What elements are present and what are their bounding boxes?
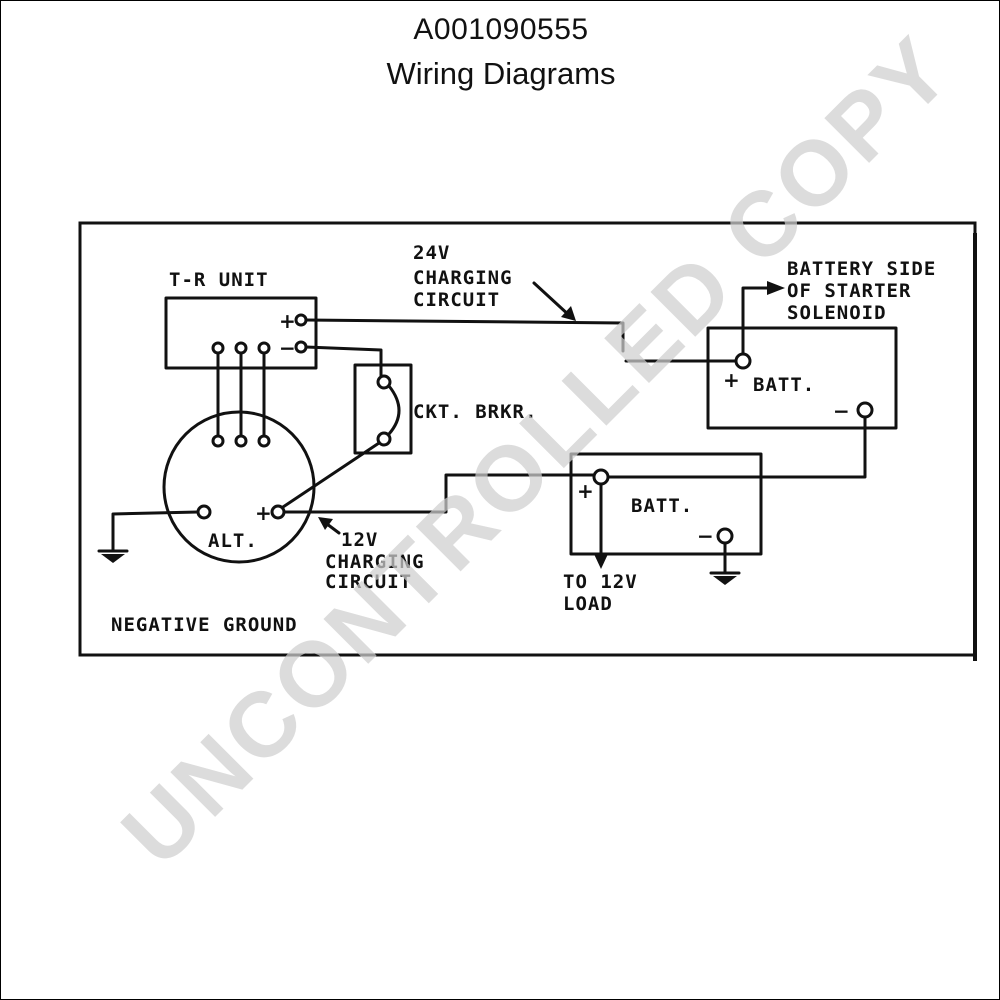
lower-battery-box — [569, 452, 763, 556]
charging-24v-arrowhead — [561, 306, 576, 321]
alt-ground-wire — [111, 510, 200, 553]
upper-battery-plus-terminal — [734, 352, 752, 370]
upper-battery-minus-sign: − — [833, 399, 850, 423]
alt-phase-terminal-b — [234, 434, 248, 448]
charging-24v-arrow — [532, 281, 573, 319]
circuit-breaker-label: CKT. BRKR. — [413, 401, 537, 423]
uncontrolled-copy-watermark: UNCONTROLLED COPY — [103, 17, 971, 885]
tr-phase-terminal-a — [211, 341, 225, 355]
load-arrowhead — [594, 554, 608, 569]
lower-battery-minus-sign: − — [697, 524, 714, 548]
tr-unit-label: T-R UNIT — [169, 269, 269, 291]
charging-24v-wire — [304, 318, 625, 353]
lower-battery-plus-sign: + — [577, 479, 594, 503]
load-label: TO 12V LOAD — [563, 571, 650, 615]
breaker-to-alt-wire — [275, 441, 381, 513]
charging-12v-wire — [282, 473, 601, 514]
upper-battery-label: BATT. — [753, 374, 815, 396]
lower-battery-ground-tip — [713, 576, 737, 585]
starter-solenoid-arrowhead — [767, 281, 785, 295]
starter-solenoid-note: BATTERY SIDE OF STARTER SOLENOID — [787, 258, 949, 324]
tr-phase-terminal-b — [234, 341, 248, 355]
alt-phase-terminal-c — [257, 434, 271, 448]
document-title: Wiring Diagrams — [386, 56, 616, 91]
tr-minus-to-breaker-wire — [304, 345, 383, 383]
breaker-bottom-terminal — [376, 431, 392, 447]
breaker-top-terminal — [376, 374, 392, 390]
upper-battery-box — [706, 326, 898, 430]
negative-ground-note: NEGATIVE GROUND — [111, 614, 298, 636]
breaker-contact-arc — [387, 384, 401, 436]
charging-12v-label: 12V CHARGING CIRCUIT — [325, 529, 437, 593]
charging-24v-label: 24V CHARGING CIRCUIT — [413, 242, 525, 311]
starter-solenoid-wire — [741, 286, 771, 356]
upper-battery-plus-sign: + — [723, 368, 740, 392]
lower-battery-label: BATT. — [631, 495, 693, 517]
circuit-breaker-box — [353, 363, 413, 455]
alt-negative-terminal — [196, 504, 212, 520]
lower-battery-plus-terminal — [592, 468, 610, 486]
tr-plus-sign: + — [279, 309, 296, 333]
battery-series-wire — [604, 415, 867, 479]
lower-battery-minus-terminal — [716, 527, 734, 545]
part-number: A001090555 — [413, 13, 589, 46]
alt-positive-terminal — [270, 504, 286, 520]
alternator-label: ALT. — [208, 530, 258, 552]
upper-battery-minus-terminal — [856, 401, 874, 419]
alt-plus-sign: + — [255, 501, 272, 525]
tr-minus-sign: − — [279, 336, 296, 360]
alt-ground-symbol-tip — [101, 554, 125, 563]
tr-phase-terminal-c — [257, 341, 271, 355]
alt-phase-terminal-a — [211, 434, 225, 448]
charging-12v-arrowhead — [318, 517, 333, 530]
